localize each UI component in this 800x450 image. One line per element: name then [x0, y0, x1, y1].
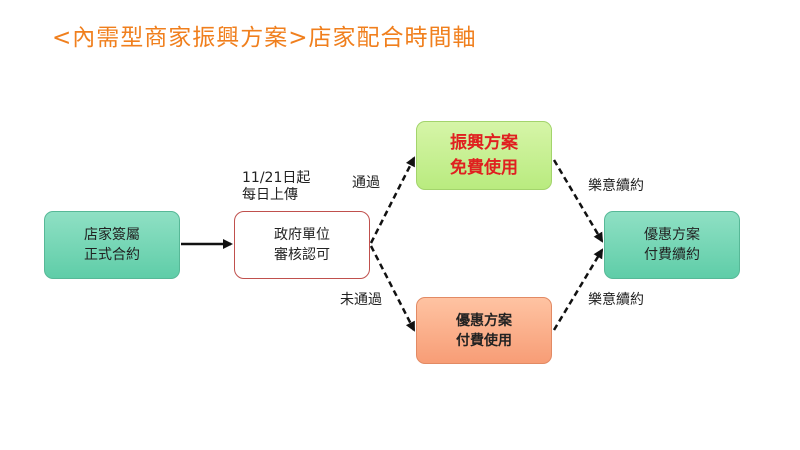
- discount-renew-line2: 付費續約: [644, 247, 700, 263]
- discount-plan-line1: 優惠方案: [456, 312, 512, 329]
- discount-renew-line1: 優惠方案: [644, 227, 700, 243]
- store-contract-line2: 正式合約: [84, 247, 140, 263]
- upload-note: 11/21日起 每日上傳: [242, 170, 310, 204]
- not-passed-label: 未通過: [340, 292, 382, 308]
- upload-note-line2: 每日上傳: [242, 187, 298, 203]
- passed-label: 通過: [352, 175, 380, 191]
- arrow-discount-to-renew: [552, 248, 604, 331]
- renew-label-top: 樂意續約: [588, 178, 644, 194]
- arrow-approval-to-revival: [369, 156, 416, 244]
- gov-approval-box: 政府單位 審核認可: [234, 211, 370, 279]
- arrow-approval-to-discount: [369, 245, 416, 332]
- discount-plan-line2: 付費使用: [456, 332, 512, 349]
- discount-renew-box: 優惠方案 付費續約: [604, 211, 740, 279]
- discount-plan-box: 優惠方案 付費使用: [416, 297, 552, 364]
- gov-approval-line2: 審核認可: [274, 247, 330, 263]
- upload-note-line1: 11/21日起: [242, 170, 311, 186]
- store-contract-box: 店家簽屬 正式合約: [44, 211, 180, 279]
- revival-plan-box: 振興方案 免費使用: [416, 121, 552, 190]
- store-contract-line1: 店家簽屬: [84, 227, 140, 243]
- gov-approval-line1: 政府單位: [274, 227, 330, 243]
- revival-plan-line1: 振興方案: [450, 132, 518, 153]
- arrow-revival-to-renew: [552, 159, 604, 243]
- revival-plan-line2: 免費使用: [450, 157, 518, 178]
- page-title: <內需型商家振興方案>店家配合時間軸: [52, 25, 477, 51]
- renew-label-bottom: 樂意續約: [588, 292, 644, 308]
